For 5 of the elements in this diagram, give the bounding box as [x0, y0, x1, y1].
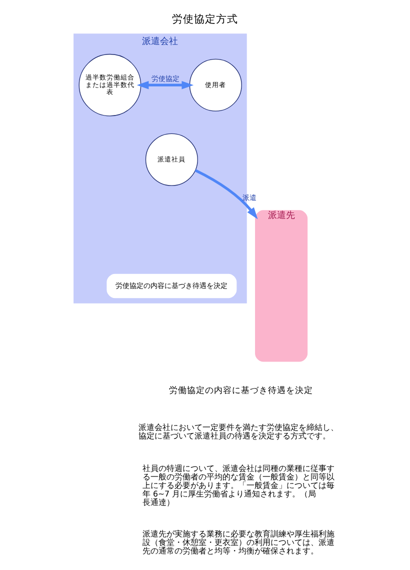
- diagram-title: 労使協定方式: [172, 14, 238, 26]
- arrow: [136, 80, 194, 90]
- arrow: [194, 169, 258, 220]
- label: 労働協定の内容に基づき待遇を決定: [169, 385, 314, 396]
- node-box: 派遣先: [255, 210, 308, 362]
